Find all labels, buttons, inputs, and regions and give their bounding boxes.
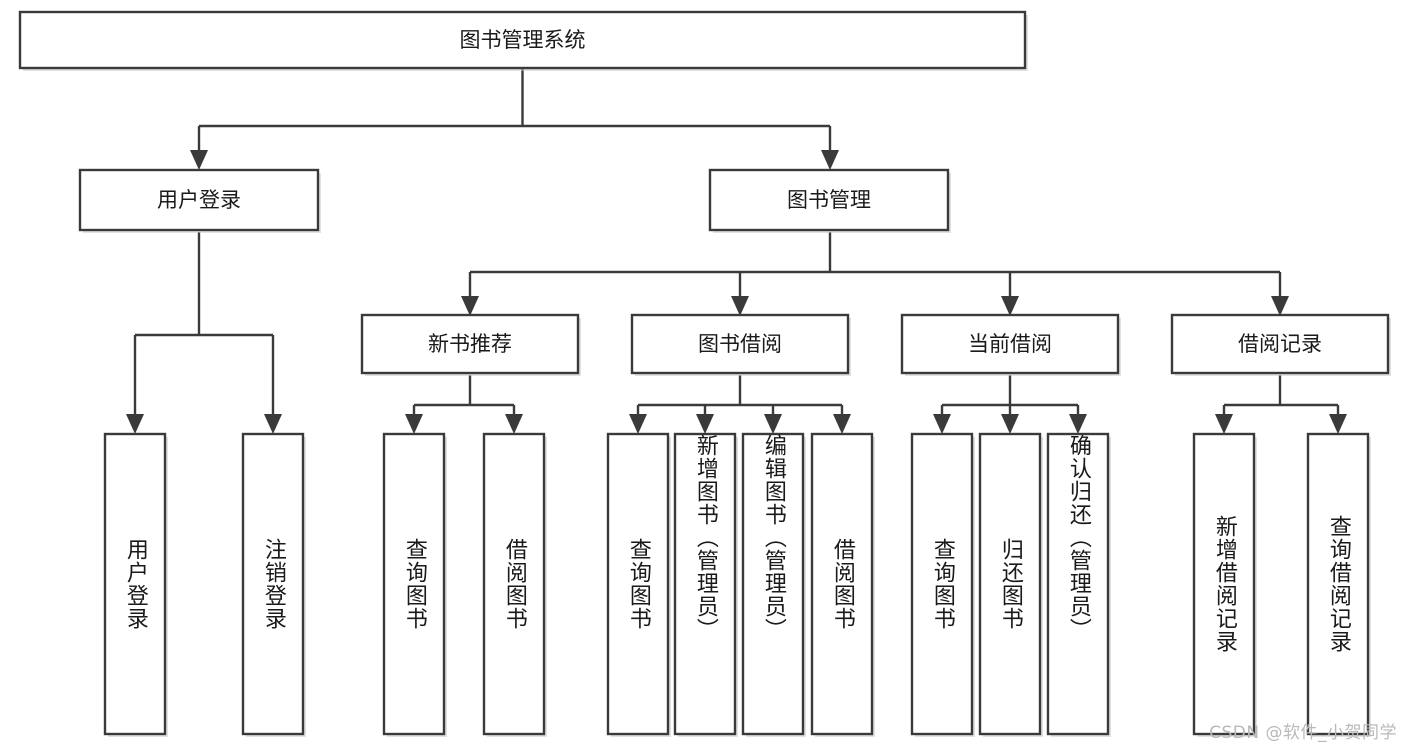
leaf-box-user-login[interactable] (103, 432, 168, 737)
leaf-box-user-logout[interactable] (241, 432, 306, 737)
node-book-management-label: 图书管理 (787, 188, 871, 212)
node-book-management[interactable]: 图书管理 (708, 168, 951, 233)
csdn-watermark: CSDN @软件_小贺同学 (1209, 723, 1397, 743)
leaf-box-query-book-3[interactable] (910, 432, 975, 737)
connectors-bookborrow-to-leaves (629, 375, 851, 434)
connectors-currentborrow-to-leaves (933, 375, 1087, 434)
node-current-borrow-label: 当前借阅 (968, 332, 1052, 356)
leaf-box-query-book-1[interactable] (382, 432, 447, 737)
connectors-userlogin-to-leaves (126, 232, 282, 434)
leaf-box-add-record[interactable] (1192, 432, 1257, 737)
connectors-bookmgmt-to-level3 (461, 232, 1289, 316)
connectors-root-to-level2 (190, 68, 839, 170)
leaf-box-borrow-book-1[interactable] (482, 432, 547, 737)
connectors-borrowrecord-to-leaves (1215, 375, 1347, 434)
node-borrow-record[interactable]: 借阅记录 (1170, 313, 1391, 376)
node-new-book-recommend-label: 新书推荐 (428, 332, 512, 356)
leaf-box-query-book-2[interactable] (606, 432, 671, 737)
leaf-box-borrow-book-2[interactable] (810, 432, 875, 737)
leaf-box-return-book[interactable] (978, 432, 1043, 737)
node-borrow-record-label: 借阅记录 (1238, 332, 1322, 356)
leaf-box-confirm-return[interactable] (1046, 432, 1111, 737)
node-current-borrow[interactable]: 当前借阅 (900, 313, 1121, 376)
leaf-boxes (103, 432, 1371, 737)
node-root-label: 图书管理系统 (460, 28, 586, 52)
node-new-book-recommend[interactable]: 新书推荐 (360, 313, 581, 376)
node-root[interactable]: 图书管理系统 (18, 10, 1028, 71)
node-user-login-label: 用户登录 (157, 188, 241, 212)
node-user-login[interactable]: 用户登录 (78, 168, 321, 233)
leaf-box-add-book[interactable] (673, 432, 738, 737)
leaf-box-edit-book[interactable] (741, 432, 806, 737)
node-book-borrow-label: 图书借阅 (698, 332, 782, 356)
node-book-borrow[interactable]: 图书借阅 (630, 313, 851, 376)
leaf-box-query-record[interactable] (1306, 432, 1371, 737)
connectors-newbook-to-leaves (405, 375, 523, 434)
